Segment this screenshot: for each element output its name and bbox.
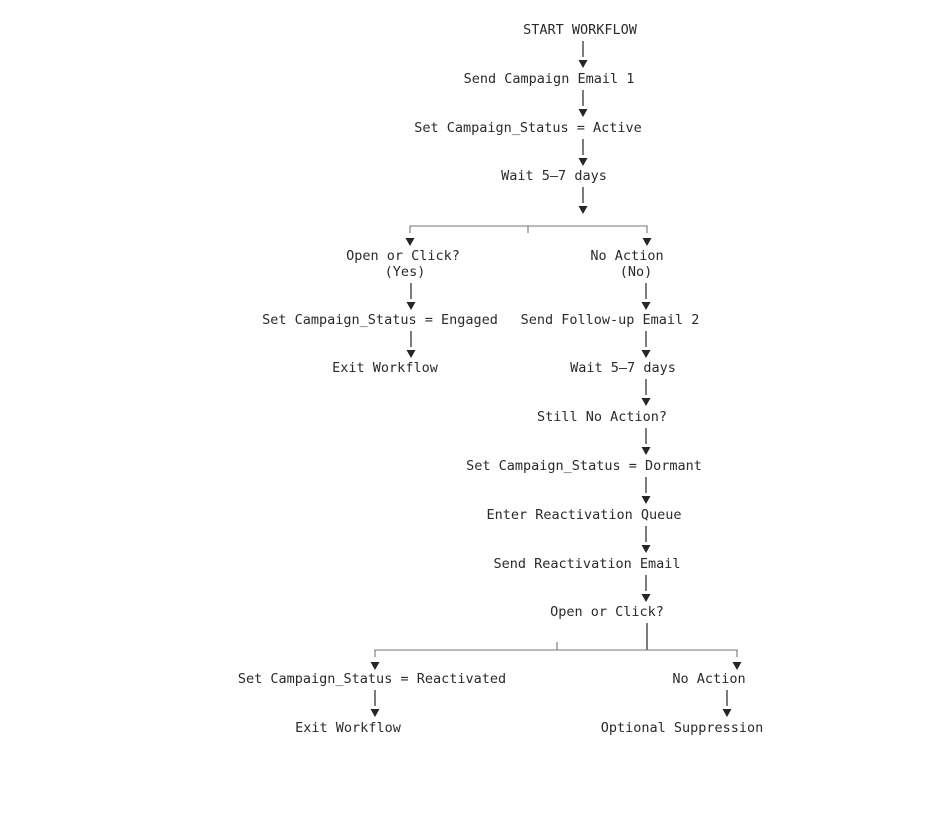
branch-bar-1-right-arrowhead	[642, 238, 652, 246]
node-wait-5-7-days-1: Wait 5–7 days	[501, 168, 607, 184]
branch-bar-2	[374, 649, 738, 657]
edge-no-to-send-email-2-arrowhead	[641, 302, 651, 310]
node-send-campaign-email-1: Send Campaign Email 1	[463, 71, 635, 87]
node-no-label: (No)	[619, 264, 653, 280]
node-no-action-2: No Action	[672, 671, 746, 687]
edge-set-dormant-to-queue-arrowhead	[641, 496, 651, 504]
node-open-or-click-2: Open or Click?	[550, 604, 664, 620]
node-exit-workflow-2: Exit Workflow	[295, 720, 401, 736]
node-set-status-dormant: Set Campaign_Status = Dormant	[466, 458, 702, 474]
edge-set-reactivated-to-exit-2-arrowhead	[370, 709, 380, 717]
node-wait-5-7-days-2: Wait 5–7 days	[570, 360, 676, 376]
branch-bar-2-left-arrowhead	[370, 662, 380, 670]
edge-queue-to-send-reactivation-arrowhead	[641, 545, 651, 553]
node-send-reactivation-email: Send Reactivation Email	[493, 556, 681, 572]
edge-send-email-1-to-set-active-arrowhead	[578, 109, 588, 117]
edge-send-email-2-to-wait-2-arrowhead	[641, 350, 651, 358]
node-yes-label: (Yes)	[384, 264, 426, 280]
node-set-status-active: Set Campaign_Status = Active	[414, 120, 642, 136]
node-no-action-1: No Action	[590, 248, 664, 264]
edge-set-active-to-wait-1-arrowhead	[578, 158, 588, 166]
edge-set-engaged-to-exit-1-arrowhead	[406, 350, 416, 358]
node-optional-suppression: Optional Suppression	[600, 720, 764, 736]
branch-bar-2-right-arrowhead	[732, 662, 742, 670]
edge-start-to-send-email-1-arrowhead	[578, 60, 588, 68]
branch-bar-1-left-arrowhead	[405, 238, 415, 246]
edge-send-reactivation-to-open-click-2-arrowhead	[641, 594, 651, 602]
edge-wait-2-to-still-no-action-arrowhead	[641, 398, 651, 406]
node-enter-reactivation-queue: Enter Reactivation Queue	[486, 507, 682, 523]
edge-wait-1-to-branch-arrowhead	[578, 206, 588, 214]
edge-yes-to-set-engaged-arrowhead	[406, 302, 416, 310]
node-set-status-engaged: Set Campaign_Status = Engaged	[262, 312, 498, 328]
edge-no-action-2-to-suppression-arrowhead	[722, 709, 732, 717]
edge-still-no-action-to-set-dormant-arrowhead	[641, 447, 651, 455]
node-send-follow-up-email-2: Send Follow-up Email 2	[520, 312, 700, 328]
node-exit-workflow-1: Exit Workflow	[332, 360, 438, 376]
node-open-or-click-1: Open or Click?	[346, 248, 460, 264]
node-start-workflow: START WORKFLOW	[523, 22, 637, 38]
node-set-status-reactivated: Set Campaign_Status = Reactivated	[237, 671, 507, 687]
node-still-no-action: Still No Action?	[536, 409, 668, 425]
